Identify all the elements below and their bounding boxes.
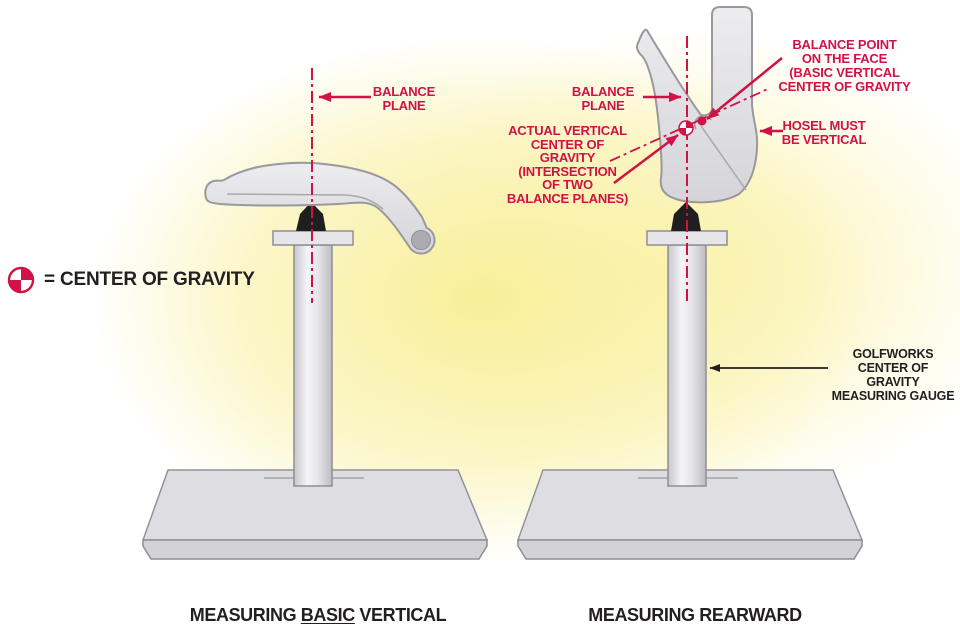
right-club-face-crease (700, 125, 747, 191)
left-club-crease (226, 193, 384, 210)
balance-point-label: BALANCE POINT ON THE FACE (BASIC VERTICA… (778, 37, 911, 94)
right-cone-point (671, 202, 701, 231)
center-of-gravity-icon (7, 266, 35, 294)
right-balance-plane-label: BALANCE PLANE (571, 84, 635, 113)
left-base-front (142, 539, 488, 560)
left-club-body (204, 161, 436, 255)
right-post (667, 244, 707, 487)
legend-label: = CENTER OF GRAVITY (44, 269, 255, 290)
second-balance-plane-line (609, 87, 771, 162)
balance-point-leader-arrow (706, 57, 783, 120)
balance-point-dot (697, 116, 707, 126)
legend: = CENTER OF GRAVITY (7, 266, 255, 294)
actual-cg-leader-arrow (613, 134, 679, 184)
right-club-body (636, 6, 759, 204)
right-club-head (636, 6, 759, 204)
right-caption: MEASURING REARWARD C. G. ON THE SOLE (588, 605, 802, 625)
left-caption: MEASURING BASIC VERTICAL C.G. AND HORIZO… (189, 605, 447, 625)
left-club-head (204, 161, 436, 255)
right-base-front (517, 539, 863, 560)
gauge-name-label: GOLFWORKS CENTER OF GRAVITY MEASURING GA… (831, 347, 955, 403)
hosel-vertical-label: HOSEL MUST BE VERTICAL (781, 118, 867, 147)
left-gauge-stand (141, 202, 489, 560)
actual-cg-marker-icon (678, 120, 694, 136)
right-gauge-stand (516, 202, 864, 560)
left-club-hosel-bore (411, 230, 431, 250)
left-balance-plane-label: BALANCE PLANE (372, 84, 436, 113)
underlined-word: BASIC (300, 605, 355, 625)
actual-vertical-cg-label: ACTUAL VERTICAL CENTER OF GRAVITY (INTER… (506, 123, 629, 206)
